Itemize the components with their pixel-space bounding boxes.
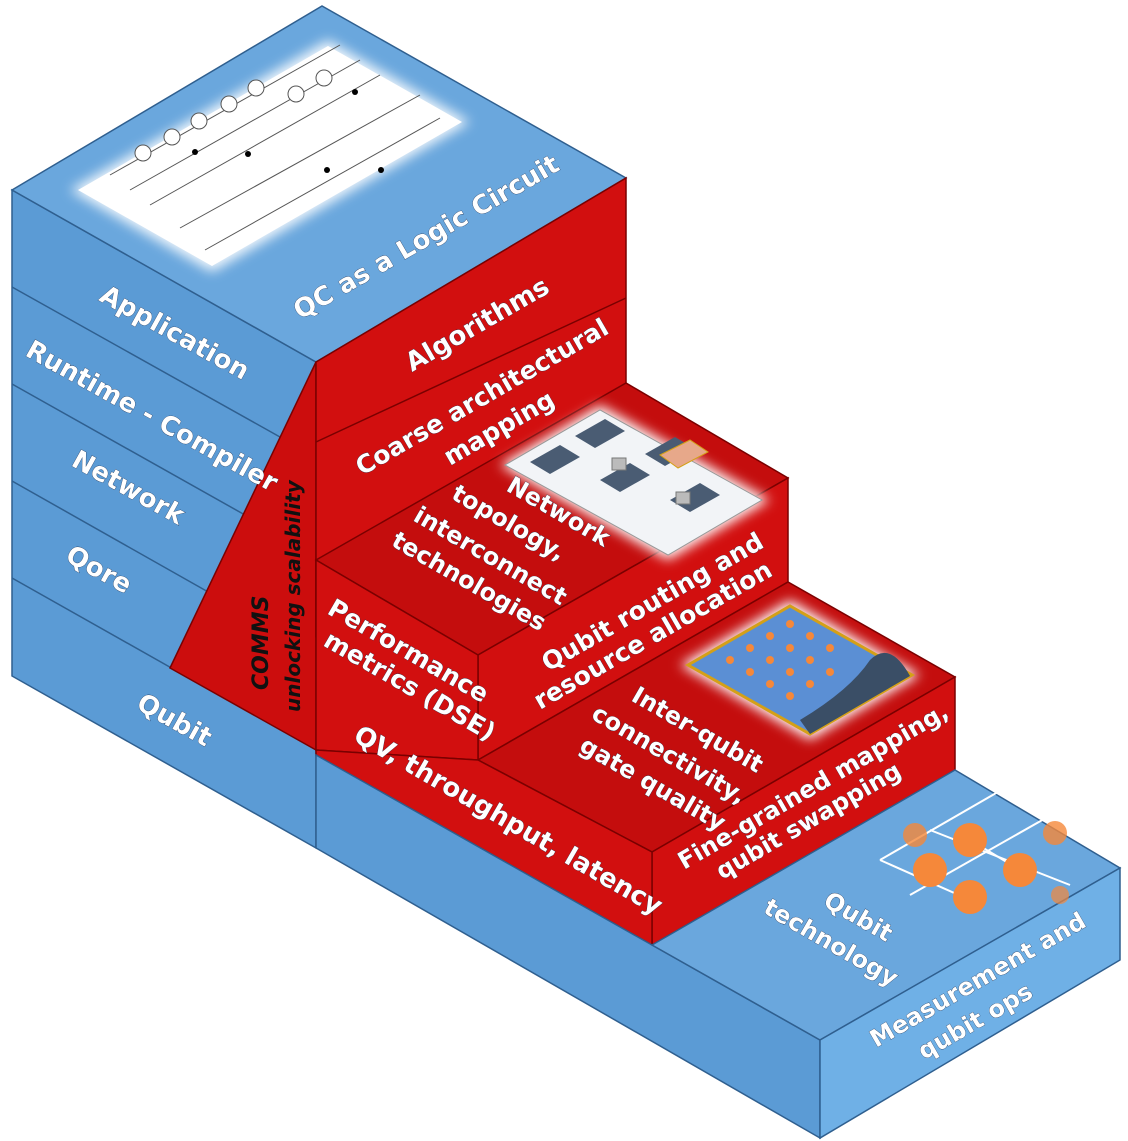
network-chip-image <box>500 405 770 560</box>
label-comms: COMMS <box>249 596 274 690</box>
label-unlocking: unlocking scalability <box>281 479 305 712</box>
qubit-lattice-image <box>879 784 1071 914</box>
layer-dividers <box>11 286 281 671</box>
circuit-panel <box>70 40 470 272</box>
base-front-face <box>819 866 1121 1140</box>
qubit-chip-image <box>680 600 920 740</box>
